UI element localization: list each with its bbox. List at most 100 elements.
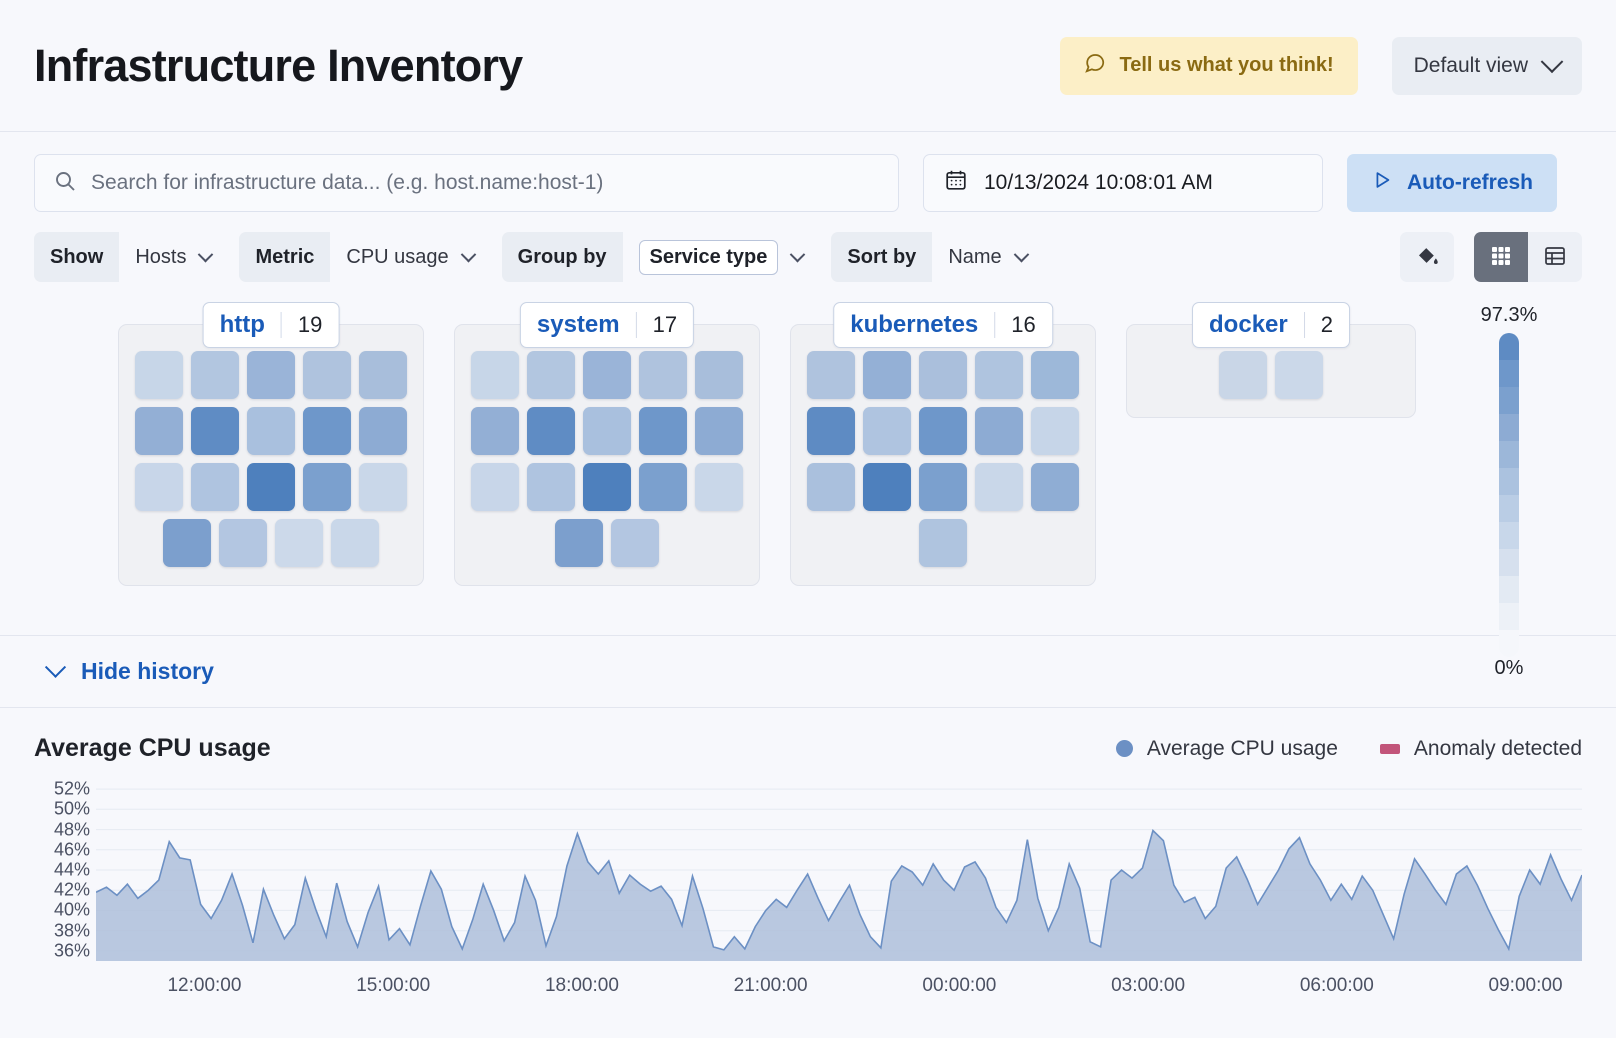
waffle-cell[interactable] [1275, 351, 1323, 399]
waffle-cell[interactable] [975, 407, 1023, 455]
waffle-cell[interactable] [471, 407, 519, 455]
fill-color-button[interactable] [1400, 232, 1454, 282]
waffle-cell[interactable] [1031, 407, 1079, 455]
legend-item-average-cpu-usage: Average CPU usage [1115, 737, 1338, 761]
waffle-cell[interactable] [583, 351, 631, 399]
chevron-down-icon [460, 246, 476, 262]
waffle-cell[interactable] [975, 351, 1023, 399]
waffle-cell[interactable] [191, 463, 239, 511]
waffle-row [919, 519, 967, 567]
waffle-cell[interactable] [919, 351, 967, 399]
scale-step [1499, 387, 1519, 414]
waffle-cell[interactable] [471, 463, 519, 511]
chevron-down-icon [1013, 246, 1029, 262]
waffle-cell[interactable] [163, 519, 211, 567]
waffle-cell[interactable] [359, 407, 407, 455]
waffle-grid [471, 351, 743, 567]
waffle-cell[interactable] [919, 519, 967, 567]
table-view-button[interactable] [1528, 232, 1582, 282]
hide-history-toggle[interactable]: Hide history [0, 636, 1616, 708]
waffle-cell[interactable] [1031, 463, 1079, 511]
filter-sort-by-value[interactable]: Name [932, 232, 1043, 282]
search-input[interactable]: Search for infrastructure data... (e.g. … [34, 154, 899, 212]
waffle-cell[interactable] [527, 351, 575, 399]
page-title: Infrastructure Inventory [34, 40, 523, 91]
waffle-cell[interactable] [555, 519, 603, 567]
waffle-cell[interactable] [303, 351, 351, 399]
waffle-cell[interactable] [695, 351, 743, 399]
waffle-cell[interactable] [247, 351, 295, 399]
waffle-cell[interactable] [639, 463, 687, 511]
waffle-cell[interactable] [303, 463, 351, 511]
auto-refresh-button[interactable]: Auto-refresh [1347, 154, 1558, 212]
filter-show-value[interactable]: Hosts [119, 232, 228, 282]
filter-metric-value[interactable]: CPU usage [330, 232, 490, 282]
waffle-cell[interactable] [191, 407, 239, 455]
waffle-cell[interactable] [807, 407, 855, 455]
waffle-cell[interactable] [331, 519, 379, 567]
waffle-cell[interactable] [863, 463, 911, 511]
waffle-cell[interactable] [359, 351, 407, 399]
chart-svg [96, 788, 1582, 961]
grid-view-button[interactable] [1474, 232, 1528, 282]
chart-header: Average CPU usage Average CPU usage Anom… [34, 734, 1582, 763]
scale-step [1499, 414, 1519, 441]
search-icon [53, 169, 77, 198]
search-placeholder: Search for infrastructure data... (e.g. … [91, 171, 604, 194]
waffle-cell[interactable] [1219, 351, 1267, 399]
chevron-down-icon [198, 246, 214, 262]
waffle-cell[interactable] [919, 407, 967, 455]
waffle-cell[interactable] [219, 519, 267, 567]
waffle-cell[interactable] [191, 351, 239, 399]
waffle-cell[interactable] [471, 351, 519, 399]
y-axis: 52%50%48%46%44%42%40%38%36% [34, 779, 96, 961]
waffle-cell[interactable] [583, 463, 631, 511]
filter-group-by-value[interactable]: Service type [622, 232, 820, 282]
group-body [454, 324, 760, 586]
waffle-cell[interactable] [247, 407, 295, 455]
scale-step [1499, 603, 1519, 630]
waffle-cell[interactable] [695, 407, 743, 455]
waffle-cell[interactable] [135, 463, 183, 511]
waffle-cell[interactable] [863, 351, 911, 399]
waffle-cell[interactable] [1031, 351, 1079, 399]
waffle-cell[interactable] [611, 519, 659, 567]
waffle-cell[interactable] [135, 407, 183, 455]
comment-icon [1084, 52, 1106, 80]
waffle-cell[interactable] [275, 519, 323, 567]
waffle-cell[interactable] [639, 407, 687, 455]
waffle-cell[interactable] [135, 351, 183, 399]
feedback-button[interactable]: Tell us what you think! [1059, 36, 1358, 95]
chart-legend: Average CPU usage Anomaly detected [1115, 737, 1582, 761]
waffle-cell[interactable] [527, 463, 575, 511]
scale-gradient-bar [1499, 333, 1519, 657]
y-axis-tick: 52% [53, 778, 90, 799]
waffle-cell[interactable] [807, 463, 855, 511]
waffle-cell[interactable] [695, 463, 743, 511]
waffle-grid [135, 351, 407, 567]
chevron-down-icon [44, 656, 67, 678]
waffle-cell[interactable] [639, 351, 687, 399]
group-count: 19 [280, 312, 338, 338]
waffle-cell[interactable] [359, 463, 407, 511]
waffle-cell[interactable] [303, 407, 351, 455]
waffle-cell[interactable] [863, 407, 911, 455]
toolbar: Search for infrastructure data... (e.g. … [0, 132, 1616, 282]
date-picker[interactable]: 10/13/2024 10:08:01 AM [923, 154, 1323, 212]
waffle-cell[interactable] [247, 463, 295, 511]
default-view-button[interactable]: Default view [1391, 36, 1582, 95]
y-axis-tick: 38% [53, 920, 90, 941]
waffle-cell[interactable] [583, 407, 631, 455]
scale-step [1499, 495, 1519, 522]
scale-step [1499, 333, 1519, 360]
waffle-cell[interactable] [527, 407, 575, 455]
filter-sort-by-value-text: Name [948, 245, 1002, 268]
waffle-cell[interactable] [975, 463, 1023, 511]
waffle-cell[interactable] [919, 463, 967, 511]
waffle-cell[interactable] [807, 351, 855, 399]
